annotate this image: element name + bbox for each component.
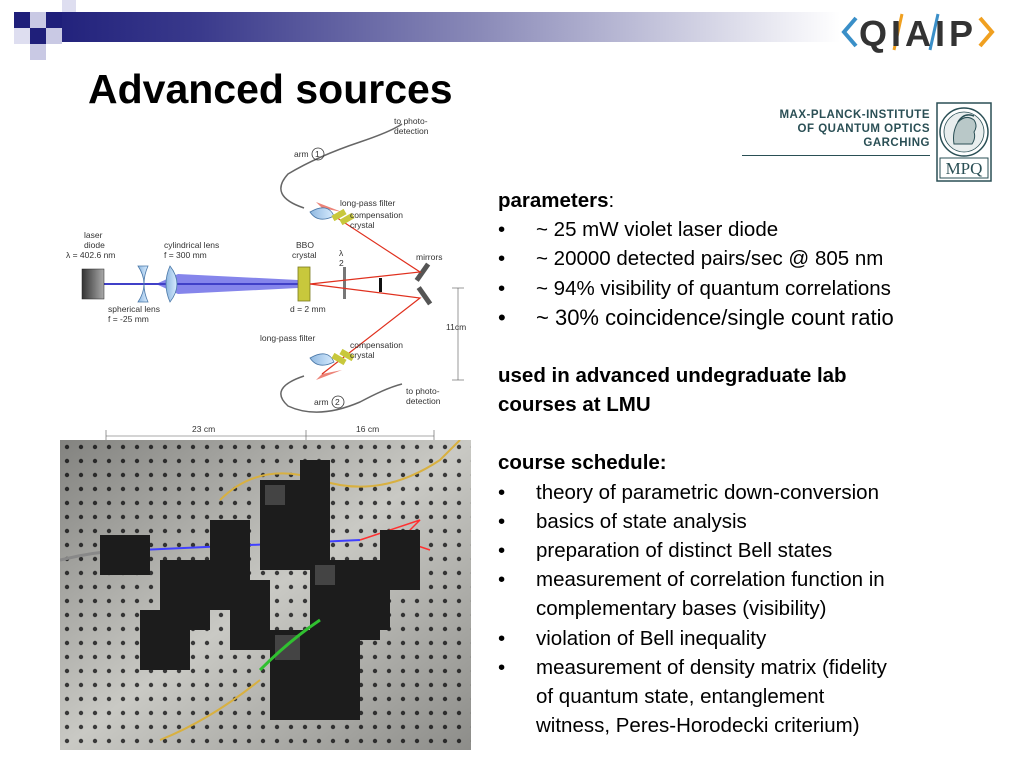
- svg-text:2: 2: [339, 258, 344, 268]
- list-item-continuation: witness, Peres-Horodecki criterium): [536, 714, 860, 738]
- slide-body-text: parameters: •~ 25 mW violet laser diode …: [498, 186, 1008, 740]
- list-item: •~ 94% visibility of quantum correlation…: [498, 276, 891, 300]
- qiaip-logo: QIAIP: [841, 13, 995, 54]
- svg-text:crystal: crystal: [350, 350, 375, 360]
- header-gradient-bar: [40, 12, 840, 42]
- parameters-heading: parameters:: [498, 189, 615, 212]
- svg-text:QIAIP: QIAIP: [859, 13, 977, 54]
- usage-line1: used in advanced undegraduate lab: [498, 364, 847, 388]
- list-item: •~ 25 mW violet laser diode: [498, 218, 779, 242]
- svg-text:λ: λ: [339, 248, 344, 258]
- svg-text:λ = 402.6 nm: λ = 402.6 nm: [66, 250, 115, 260]
- compensation-crystal-bottom: [331, 352, 347, 366]
- list-item: •measurement of density matrix (fidelity: [498, 655, 887, 679]
- svg-text:detection: detection: [406, 396, 441, 406]
- mpq-institute-name: MAX-PLANCK-INSTITUTE OF QUANTUM OPTICS G…: [740, 108, 930, 150]
- svg-text:compensation: compensation: [350, 340, 403, 350]
- list-item: •preparation of distinct Bell states: [498, 539, 833, 563]
- mirror-bottom: [416, 286, 433, 306]
- svg-text:compensation: compensation: [350, 210, 403, 220]
- mpq-line3: GARCHING: [863, 137, 930, 149]
- svg-text:to photo-: to photo-: [394, 116, 428, 126]
- schedule-heading: course schedule:: [498, 451, 667, 475]
- usage-line2: courses at LMU: [498, 393, 651, 417]
- long-pass-filter-bottom: [309, 353, 335, 366]
- compensation-crystal-top: [331, 208, 347, 222]
- fiber-arm2: [280, 375, 403, 413]
- schedule-list: •theory of parametric down-conversion •b…: [498, 478, 1008, 741]
- list-item-continuation: of quantum state, entanglement: [536, 685, 825, 709]
- bbo-crystal: [297, 266, 311, 302]
- svg-text:2: 2: [335, 397, 340, 407]
- list-item-continuation: complementary bases (visibility): [536, 597, 827, 621]
- list-item: •~ 20000 detected pairs/sec @ 805 nm: [498, 247, 884, 271]
- halfwave-plate: [343, 267, 346, 299]
- svg-text:16 cm: 16 cm: [356, 424, 379, 434]
- svg-text:11cm: 11cm: [446, 322, 466, 332]
- svg-text:detection: detection: [394, 126, 429, 136]
- mpq-line1: MAX-PLANCK-INSTITUTE: [779, 109, 930, 121]
- svg-text:long-pass filter: long-pass filter: [340, 198, 395, 208]
- mirror-top: [414, 262, 431, 282]
- svg-text:23 cm: 23 cm: [192, 424, 215, 434]
- list-item: •basics of state analysis: [498, 509, 747, 533]
- svg-text:f = -25 mm: f = -25 mm: [108, 314, 149, 324]
- list-item: •violation of Bell inequality: [498, 626, 767, 650]
- svg-text:arm: arm: [294, 149, 309, 159]
- list-item: •~ 30% coincidence/single count ratio: [498, 304, 894, 330]
- spherical-lens: [137, 265, 149, 303]
- cylindrical-lens: [165, 265, 178, 303]
- svg-text:laser: laser: [84, 230, 103, 240]
- svg-text:crystal: crystal: [350, 220, 375, 230]
- svg-text:d = 2 mm: d = 2 mm: [290, 304, 326, 314]
- optical-setup-diagram: laser diode λ = 402.6 nm cylindrical len…: [66, 116, 466, 442]
- svg-text:f = 300 mm: f = 300 mm: [164, 250, 207, 260]
- svg-text:mirrors: mirrors: [416, 252, 442, 262]
- svg-text:crystal: crystal: [292, 250, 317, 260]
- minerva-emblem-icon: MPQ: [936, 102, 992, 182]
- svg-text:cylindrical lens: cylindrical lens: [164, 240, 219, 250]
- svg-text:spherical lens: spherical lens: [108, 304, 160, 314]
- slide-title: Advanced sources: [88, 66, 453, 112]
- svg-text:1: 1: [315, 149, 320, 159]
- svg-text:diode: diode: [84, 240, 105, 250]
- list-item: •theory of parametric down-conversion: [498, 480, 879, 504]
- svg-text:long-pass filter: long-pass filter: [260, 333, 315, 343]
- svg-text:arm: arm: [314, 397, 329, 407]
- mpq-divider: [742, 155, 930, 156]
- laser-diode: [81, 268, 105, 300]
- mpq-line2: OF QUANTUM OPTICS: [797, 123, 930, 135]
- lab-setup-photo: [60, 440, 471, 750]
- parameters-list: •~ 25 mW violet laser diode •~ 20000 det…: [498, 215, 1008, 332]
- list-item: •measurement of correlation function in: [498, 568, 885, 592]
- svg-text:BBO: BBO: [296, 240, 314, 250]
- svg-text:to photo-: to photo-: [406, 386, 440, 396]
- svg-text:MPQ: MPQ: [946, 159, 983, 178]
- fiber-arm1: [280, 123, 403, 209]
